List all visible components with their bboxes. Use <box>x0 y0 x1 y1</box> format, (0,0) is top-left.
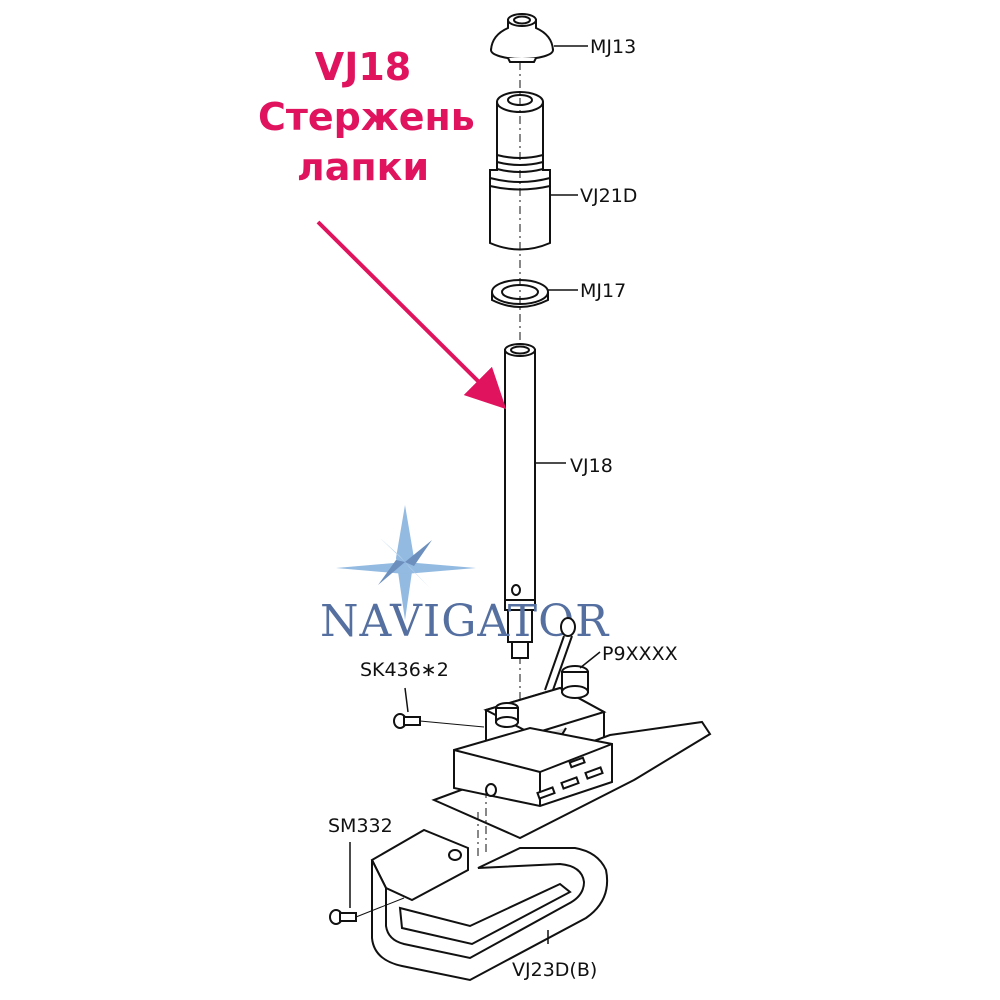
part-sm332-screw <box>329 909 357 925</box>
callout-title: VJ18 Стержень лапки <box>258 45 475 189</box>
label-sm332: SM332 <box>328 815 393 837</box>
label-mj17: MJ17 <box>580 280 626 302</box>
label-p9xxxx: P9XXXX <box>602 643 678 665</box>
callout-part-code: VJ18 <box>314 45 412 89</box>
callout-arrow <box>316 220 507 410</box>
navigator-logo-text: NAVIGATOR <box>320 596 610 647</box>
label-vj18: VJ18 <box>570 455 613 477</box>
part-presser-foot-plate <box>431 720 712 840</box>
label-vj23d: VJ23D(B) <box>512 959 597 981</box>
part-vj18-presser-bar <box>504 343 536 659</box>
label-mj13: MJ13 <box>590 36 636 58</box>
callout-part-name-line1: Стержень <box>258 95 475 139</box>
label-vj21d: VJ21D <box>580 185 637 207</box>
part-mj13 <box>490 13 554 63</box>
navigator-star-logo-icon <box>336 505 476 620</box>
part-vj23d-guide <box>370 828 608 982</box>
label-sk436: SK436∗2 <box>360 659 449 681</box>
part-sk436-screw <box>393 713 421 729</box>
callout-part-name-line2: лапки <box>296 145 430 189</box>
